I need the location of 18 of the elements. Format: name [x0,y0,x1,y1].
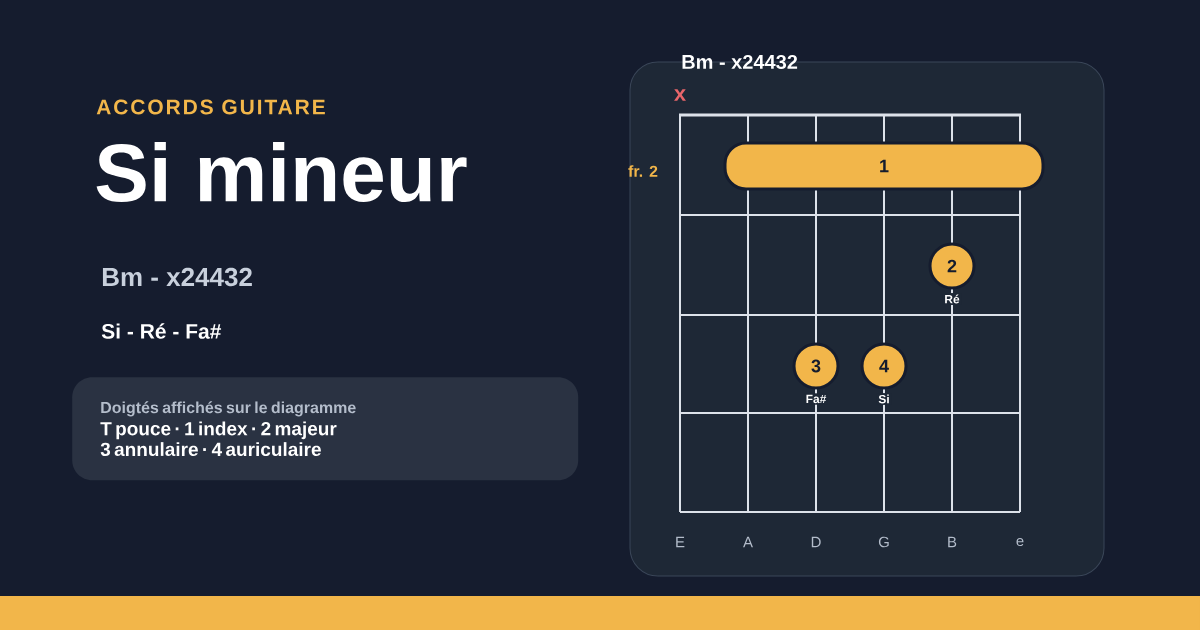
string-name: e [1016,537,1024,547]
title: Si mineur [96,141,467,203]
string-name: A [743,536,753,548]
string-name: E [676,536,685,548]
note-label: Si [876,393,892,405]
muted-string-mark: x [674,89,686,101]
info-card: Doigtés affichés sur le diagramme T pouce · 1 index · 2 majeur 3 annulaire · 4 auriculaire [72,377,579,481]
fret-number: fr. 2 [628,165,658,177]
note-label: Ré [942,293,962,305]
string-name: B [948,536,957,548]
section-label: ACCORDS GUITARE [96,99,325,115]
chord-formula: Bm - x24432 [102,267,252,287]
barre-bar: 1 [723,141,1045,191]
chord-notes: Si - Ré - Fa# [101,323,222,339]
string-name: G [878,536,889,548]
note-label: Fa# [804,393,828,405]
chart-title: Bm - x24432 [682,54,798,70]
string-name: D [811,536,821,548]
